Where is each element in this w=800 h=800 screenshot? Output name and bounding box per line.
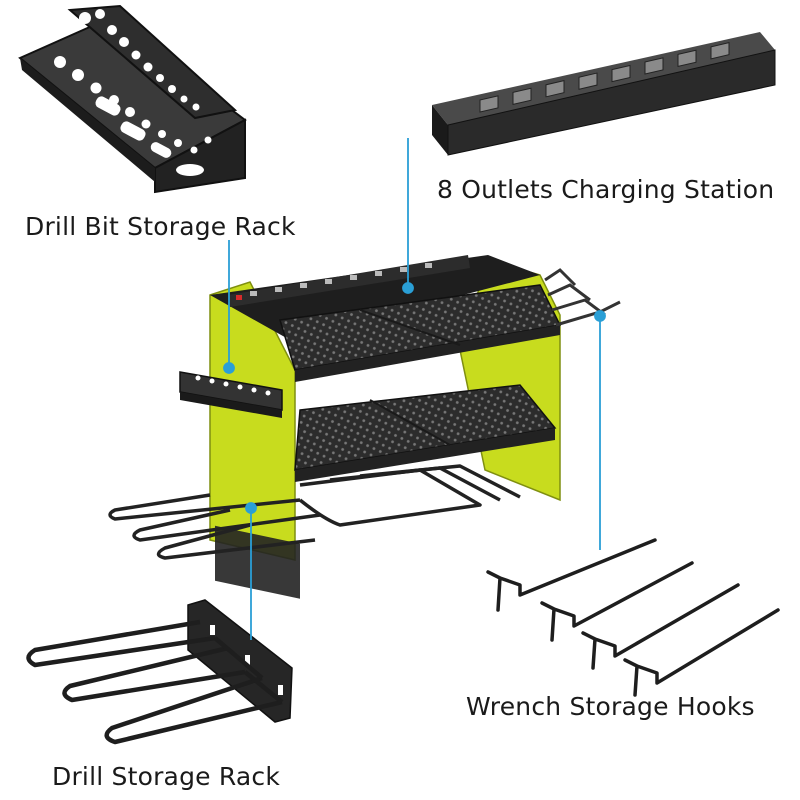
outlet-icon [479, 95, 499, 113]
drill-rack-label: Drill Storage Rack [52, 762, 281, 791]
outlet-icon [545, 80, 565, 98]
wrench-hooks-illustration [486, 538, 780, 697]
outlet-icon [677, 49, 697, 68]
power-strip-illustration [432, 32, 776, 156]
tool-organizer-illustration [108, 255, 621, 599]
charging-station-label: 8 Outlets Charging Station [437, 175, 775, 204]
outlet-icon [578, 72, 598, 90]
outlet-icon [644, 57, 664, 75]
outlet-icon [611, 64, 631, 83]
outlet-icon [710, 42, 730, 60]
drill-rack-illustration [26, 599, 293, 745]
outlet-icon [512, 87, 532, 106]
drill-bit-rack-label: Drill Bit Storage Rack [25, 212, 296, 241]
drill-bit-rack-illustration [18, 4, 247, 194]
callout-lines [223, 138, 606, 640]
wrench-hooks-label: Wrench Storage Hooks [466, 692, 755, 721]
